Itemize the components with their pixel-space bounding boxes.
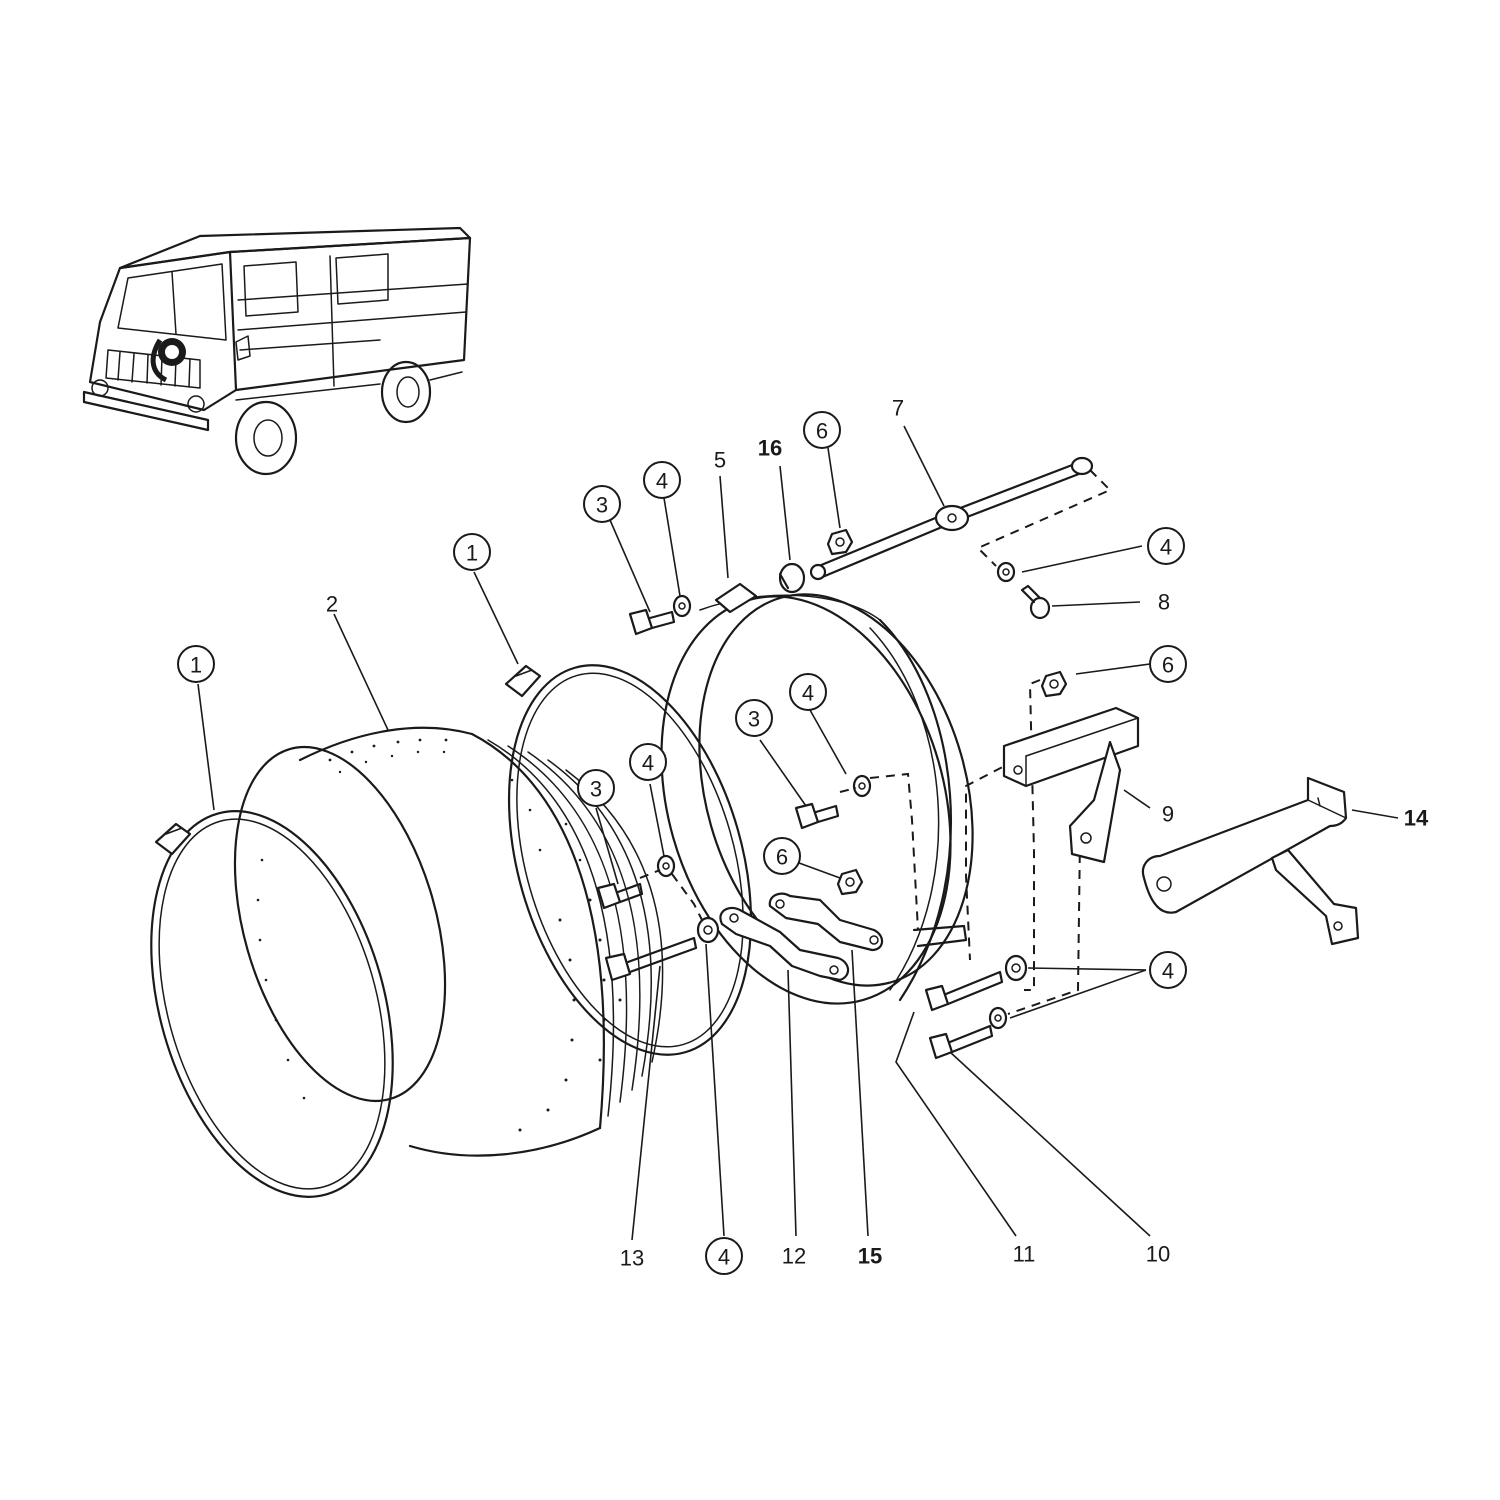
heater-housing xyxy=(660,582,974,1005)
svg-text:4: 4 xyxy=(1162,959,1174,984)
callout-4b: 4 xyxy=(1147,527,1185,565)
nut-top xyxy=(826,528,854,556)
svg-text:8: 8 xyxy=(1158,590,1170,615)
nut-center xyxy=(836,868,864,896)
spacer-sleeve xyxy=(778,562,806,594)
callout-6b: 6 xyxy=(1149,645,1187,683)
svg-text:16: 16 xyxy=(758,436,782,461)
flexible-hose xyxy=(233,726,664,1157)
callout-6c: 6 xyxy=(763,837,801,875)
mounting-bracket xyxy=(1002,706,1140,864)
callout-13: 13 xyxy=(620,1246,644,1271)
callout-3a: 3 xyxy=(583,485,621,523)
support-bracket xyxy=(1141,776,1360,946)
clamp-strap-12 xyxy=(719,906,850,982)
bolt-top xyxy=(628,608,676,636)
callout-4f: 4 xyxy=(705,1237,743,1275)
washer-6 xyxy=(1004,954,1028,982)
svg-text:6: 6 xyxy=(1162,653,1174,678)
bolt-lower-b xyxy=(928,1024,994,1060)
svg-text:3: 3 xyxy=(590,777,602,802)
svg-text:14: 14 xyxy=(1404,806,1429,831)
callout-4e: 4 xyxy=(1149,951,1187,989)
callout-15: 15 xyxy=(858,1244,882,1269)
svg-text:10: 10 xyxy=(1146,1242,1170,1267)
washer-2 xyxy=(852,774,872,798)
callout-6a: 6 xyxy=(803,411,841,449)
svg-text:1: 1 xyxy=(466,541,478,566)
callout-1a: 1 xyxy=(177,645,215,683)
callout-3b: 3 xyxy=(735,699,773,737)
bolt-lower-a xyxy=(924,970,1004,1012)
svg-text:12: 12 xyxy=(782,1244,806,1269)
vehicle-thumbnail xyxy=(82,226,472,476)
svg-text:4: 4 xyxy=(1160,535,1172,560)
clamp-strap-15 xyxy=(768,892,884,952)
svg-text:2: 2 xyxy=(326,592,338,617)
svg-text:4: 4 xyxy=(642,751,654,776)
washer-5 xyxy=(996,561,1016,583)
callout-11: 11 xyxy=(1013,1242,1036,1267)
svg-text:3: 3 xyxy=(596,493,608,518)
bolt-left xyxy=(596,882,644,910)
svg-text:4: 4 xyxy=(656,469,668,494)
washer-4 xyxy=(696,916,720,944)
nut-right xyxy=(1040,670,1068,698)
callout-8: 8 xyxy=(1158,590,1170,615)
support-rod xyxy=(809,456,1112,581)
svg-text:5: 5 xyxy=(714,448,726,473)
svg-text:7: 7 xyxy=(892,396,904,421)
svg-text:13: 13 xyxy=(620,1246,644,1271)
callout-16: 16 xyxy=(758,436,782,461)
callout-4d: 4 xyxy=(629,743,667,781)
callout-4c: 4 xyxy=(789,673,827,711)
callout-12: 12 xyxy=(782,1244,806,1269)
callout-4a: 4 xyxy=(643,461,681,499)
callout-3c: 3 xyxy=(577,769,615,807)
callout-1b: 1 xyxy=(453,533,491,571)
bolt-8 xyxy=(1020,584,1051,620)
callout-14: 14 xyxy=(1404,806,1429,831)
callout-7: 7 xyxy=(892,396,904,421)
svg-text:6: 6 xyxy=(816,419,828,444)
hose-clamp-front xyxy=(150,810,394,1198)
hose-clamp-rear xyxy=(504,664,753,1056)
long-bolt xyxy=(604,936,698,982)
callout-5: 5 xyxy=(714,448,726,473)
assembly-lines xyxy=(639,679,1117,1015)
svg-text:6: 6 xyxy=(776,845,788,870)
svg-text:4: 4 xyxy=(718,1245,730,1270)
svg-text:15: 15 xyxy=(858,1244,882,1269)
washer-1 xyxy=(672,594,692,618)
bolt-middle xyxy=(794,802,840,830)
svg-text:3: 3 xyxy=(748,707,760,732)
svg-text:11: 11 xyxy=(1013,1242,1036,1267)
svg-text:1: 1 xyxy=(190,653,202,678)
leader-lines xyxy=(197,425,1399,1241)
svg-text:4: 4 xyxy=(802,681,814,706)
callout-10: 10 xyxy=(1146,1242,1170,1267)
svg-text:9: 9 xyxy=(1162,802,1174,827)
washer-3 xyxy=(656,854,676,878)
callout-2: 2 xyxy=(326,592,338,617)
washer-7 xyxy=(988,1006,1008,1030)
callout-9: 9 xyxy=(1162,802,1174,827)
